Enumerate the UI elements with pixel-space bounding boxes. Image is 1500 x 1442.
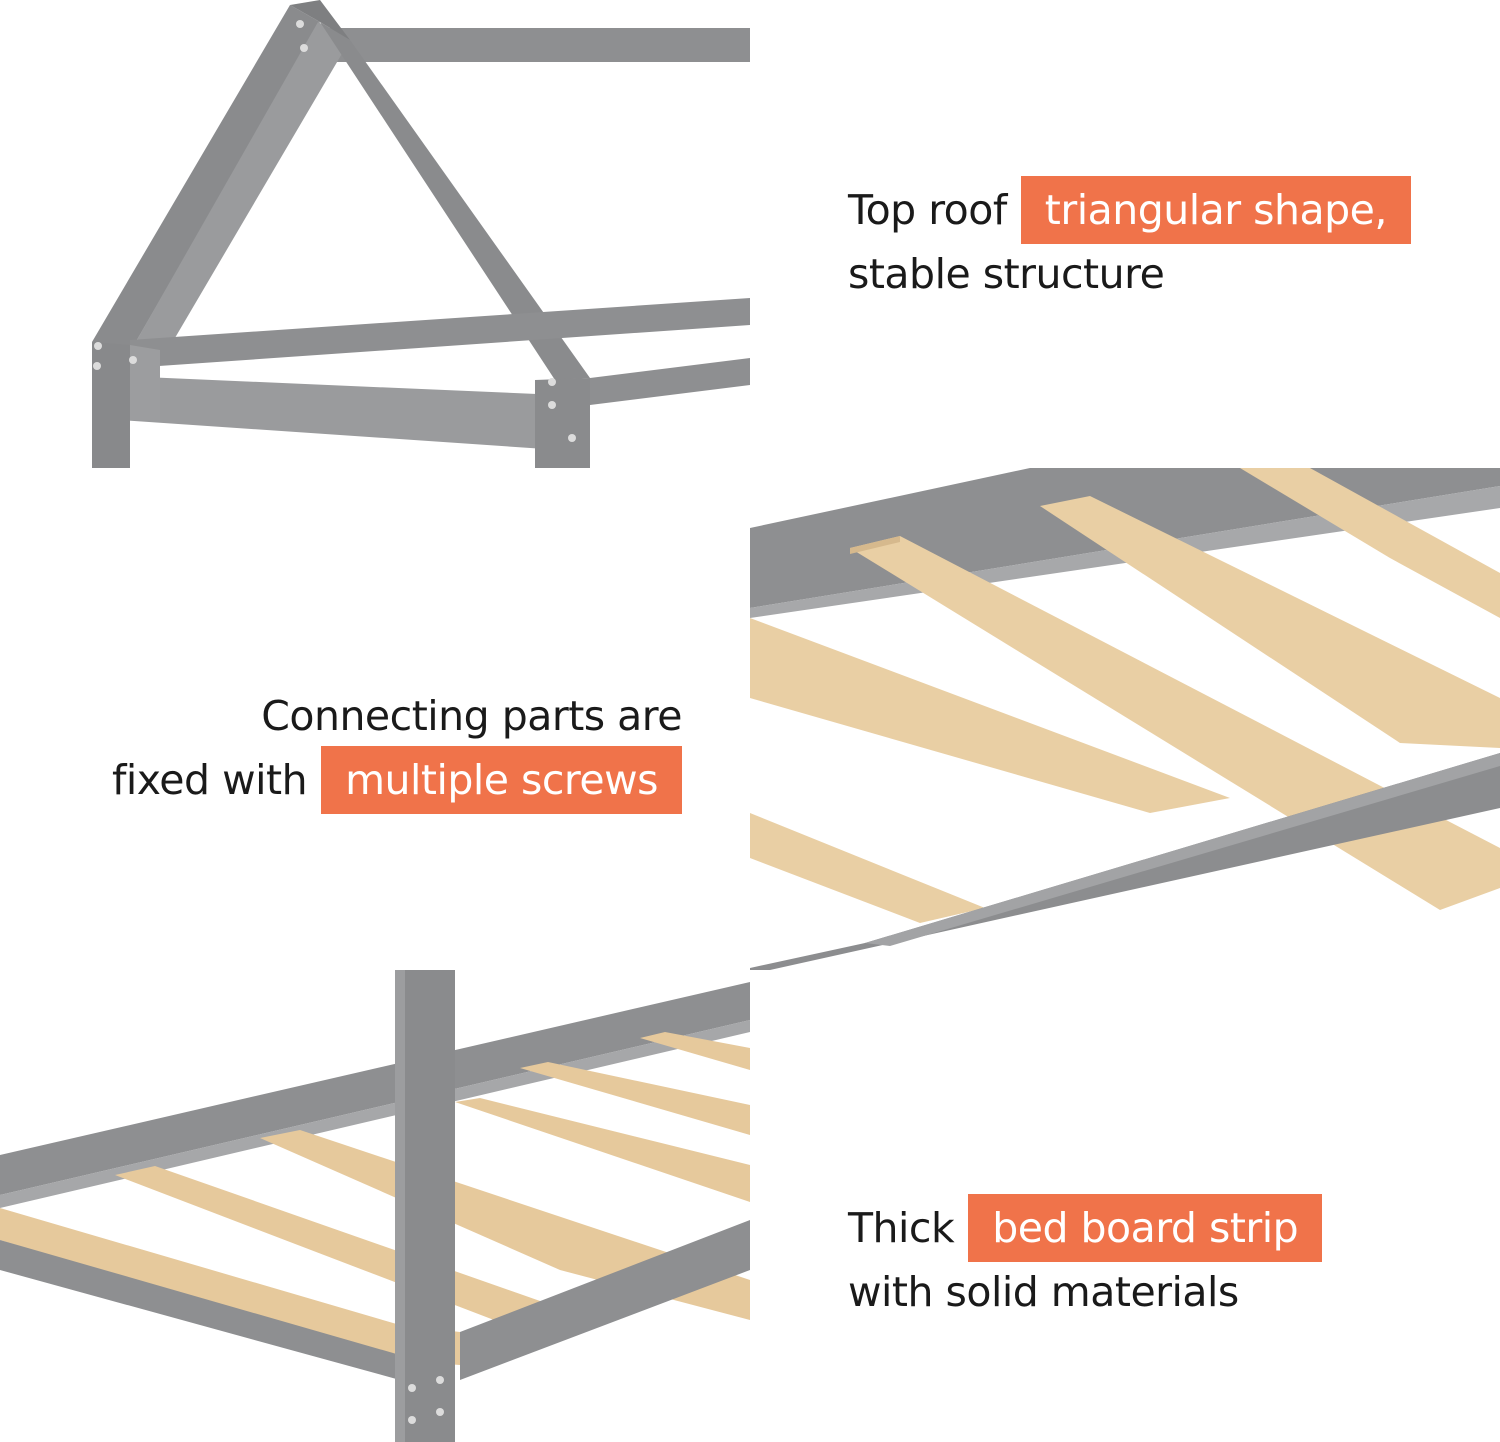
- caption-roof-plain: Top roof: [848, 186, 1007, 234]
- bed-slats-closeup-photo: [750, 468, 1500, 970]
- caption-roof-line2: stable structure: [848, 250, 1165, 298]
- slats-closeup-image: [750, 468, 1500, 970]
- caption-screws-plain: fixed with: [111, 756, 308, 804]
- house-roof-frame-photo: [92, 0, 750, 468]
- feature-caption-bed-board: Thick bed board strip with solid material…: [848, 1194, 1323, 1322]
- caption-screws-line1: Connecting parts are: [261, 692, 682, 740]
- frame-corner-image: [0, 970, 750, 1442]
- caption-board-plain: Thick: [848, 1204, 955, 1252]
- caption-roof-highlight: triangular shape,: [1020, 176, 1411, 244]
- roof-frame-image: [0, 0, 750, 480]
- bed-frame-corner-photo: [0, 970, 750, 1442]
- caption-board-highlight: bed board strip: [968, 1194, 1323, 1262]
- caption-board-line2: with solid materials: [848, 1268, 1239, 1316]
- caption-screws-highlight: multiple screws: [321, 746, 682, 814]
- feature-caption-screws: Connecting parts are fixed with multiple …: [60, 686, 683, 814]
- feature-caption-roof: Top roof triangular shape, stable structu…: [848, 176, 1411, 304]
